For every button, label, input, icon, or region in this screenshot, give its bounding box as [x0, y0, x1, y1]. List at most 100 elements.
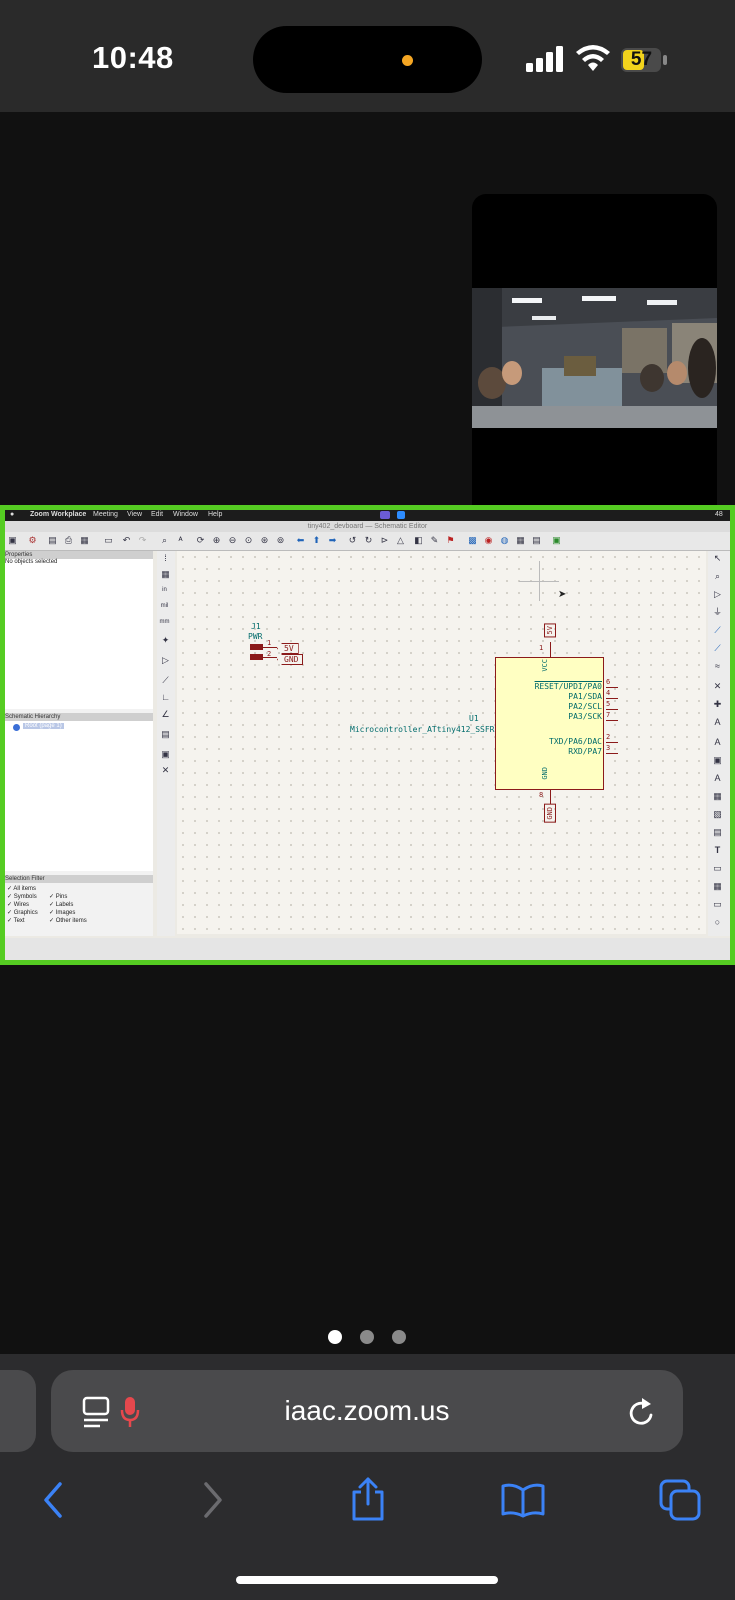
no-connect-icon[interactable]: ✕	[713, 681, 722, 691]
schematic-setup-icon[interactable]: ⚙	[28, 535, 37, 545]
line-mode-45-icon[interactable]: ∠	[161, 709, 170, 719]
zoom-out-icon[interactable]: ⊖	[228, 535, 237, 545]
arrow-up-icon[interactable]: ⬆	[312, 535, 321, 545]
menu-help[interactable]: Help	[208, 511, 223, 518]
redo-icon[interactable]: ↷	[138, 535, 147, 545]
address-bar[interactable]	[51, 1370, 683, 1452]
refresh-icon[interactable]: ⟳	[196, 535, 205, 545]
microphone-icon[interactable]	[120, 1396, 140, 1428]
url-text[interactable]: iaac.zoom.us	[284, 1395, 450, 1426]
u1-value[interactable]: Microcontroller_ATtiny412_SSFR	[350, 725, 495, 734]
filter-symbols[interactable]: ✓ Symbols	[7, 894, 37, 900]
add-table-icon[interactable]: ▦	[713, 881, 722, 891]
symbol-editor-icon[interactable]: ▩	[468, 535, 477, 545]
grid-icon[interactable]: ⁞	[164, 553, 167, 563]
plot-icon[interactable]: ▦	[80, 535, 89, 545]
menu-meeting[interactable]: Meeting	[93, 511, 118, 518]
back-chevron-icon[interactable]	[40, 1480, 66, 1520]
menu-window[interactable]: Window	[173, 511, 198, 518]
add-sheet-icon[interactable]: ▦	[713, 791, 722, 801]
j1-pin2-body[interactable]	[250, 654, 263, 660]
global-label-icon[interactable]: A	[714, 737, 721, 747]
filter-all-items[interactable]: ✓ All items	[7, 886, 37, 892]
grid-overrides-icon[interactable]: ▦	[161, 569, 170, 579]
page-dot[interactable]	[392, 1330, 406, 1344]
label-5v[interactable]: 5V	[277, 643, 299, 654]
reader-mode-icon[interactable]	[82, 1396, 112, 1428]
filter-pins[interactable]: ✓ Pins	[49, 894, 68, 900]
add-bus-icon[interactable]: ⟋	[714, 643, 721, 653]
share-icon[interactable]	[349, 1476, 387, 1522]
pcb-editor-icon[interactable]: ▣	[552, 535, 561, 545]
arrow-left-icon[interactable]: ⬅	[296, 535, 305, 545]
filter-labels[interactable]: ✓ Labels	[49, 902, 74, 908]
highlight-net-icon[interactable]: ⌕	[714, 571, 721, 581]
page-settings-icon[interactable]: ▤	[48, 535, 57, 545]
add-symbol-icon[interactable]: ▷	[714, 589, 721, 599]
zoom-selection-icon[interactable]: ⊚	[276, 535, 285, 545]
mirror-v-icon[interactable]: ⊳	[380, 535, 389, 545]
j1-pin1-body[interactable]	[250, 644, 263, 650]
add-wire-entry-icon[interactable]: ≈	[715, 661, 720, 671]
filter-other-items[interactable]: ✓ Other items	[49, 918, 87, 924]
forward-chevron-icon[interactable]	[200, 1480, 226, 1520]
menu-view[interactable]: View	[127, 511, 143, 518]
bom-icon[interactable]: ▦	[516, 535, 525, 545]
net-label-gnd[interactable]: GND	[544, 804, 556, 823]
junction-icon[interactable]: ✚	[713, 699, 722, 709]
add-wire-icon[interactable]: ⟋	[714, 625, 721, 635]
u1-symbol-body[interactable]	[495, 657, 604, 790]
paste-icon[interactable]: ▭	[104, 535, 113, 545]
hierarchy-root[interactable]: Root (page 1)	[23, 723, 64, 729]
hierarchy-nav-icon[interactable]: ◧	[414, 535, 423, 545]
shared-screen[interactable]: ● Zoom Workplace Meeting View Edit Windo…	[0, 505, 735, 965]
sheet-pin-icon[interactable]: A	[714, 773, 721, 783]
previous-tab-preview[interactable]	[0, 1370, 36, 1452]
arrow-right-icon[interactable]: ➡	[328, 535, 337, 545]
add-textbox-icon[interactable]: ▭	[713, 863, 722, 873]
unit-mils-toggle[interactable]: mil	[160, 603, 169, 609]
net-label-icon[interactable]: A	[714, 717, 721, 727]
rotate-ccw-icon[interactable]: ↺	[348, 535, 357, 545]
erc-icon[interactable]: ⚑	[446, 535, 455, 545]
rotate-cw-icon[interactable]: ↻	[364, 535, 373, 545]
unit-mm-toggle[interactable]: mm	[159, 619, 170, 625]
undo-icon[interactable]: ↶	[122, 535, 131, 545]
print-icon[interactable]: ⎙	[64, 535, 73, 545]
netlist-icon[interactable]: ▤	[532, 535, 541, 545]
j1-reference[interactable]: J1	[251, 622, 261, 631]
symbol-fields-icon[interactable]: ◉	[484, 535, 493, 545]
filter-wires[interactable]: ✓ Wires	[7, 902, 30, 908]
hier-label-icon[interactable]: ▣	[713, 755, 722, 765]
bookmarks-icon[interactable]	[500, 1482, 546, 1518]
save-icon[interactable]: ▣	[8, 535, 17, 545]
schematic-canvas[interactable]: ➤ J1 PWR 1 2 5V GND U1 Microcontroller_A…	[177, 551, 706, 934]
zoom-in-icon[interactable]: ⊕	[212, 535, 221, 545]
add-circle-icon[interactable]: ○	[714, 917, 721, 927]
hierarchy-panel-icon[interactable]: ▣	[161, 749, 170, 759]
tabs-icon[interactable]	[658, 1478, 702, 1522]
line-mode-free-icon[interactable]: ⟋	[162, 675, 169, 685]
add-text-icon[interactable]: T	[714, 845, 721, 855]
add-rectangle-icon[interactable]: ▭	[713, 899, 722, 909]
line-mode-90-icon[interactable]: ∟	[161, 692, 170, 702]
j1-value[interactable]: PWR	[248, 632, 263, 641]
image-icon[interactable]: ▧	[713, 809, 722, 819]
find-replace-icon[interactable]: ᴬ	[178, 535, 183, 545]
sheet-import-icon[interactable]: ▤	[713, 827, 722, 837]
mirror-h-icon[interactable]: △	[397, 535, 404, 545]
filter-text[interactable]: ✓ Text	[7, 918, 25, 924]
menu-edit[interactable]: Edit	[151, 511, 164, 518]
reload-icon[interactable]	[627, 1397, 657, 1429]
unit-inches-toggle[interactable]: in	[162, 587, 167, 593]
home-indicator[interactable]	[236, 1576, 498, 1584]
menu-zoom[interactable]: Zoom Workplace	[30, 511, 87, 518]
annotation-icon[interactable]: ▤	[161, 729, 170, 739]
label-gnd[interactable]: GND	[277, 654, 304, 665]
hidden-pins-icon[interactable]: ▷	[162, 655, 169, 665]
find-icon[interactable]: ⌕	[161, 535, 168, 545]
select-tool-icon[interactable]: ↖	[713, 553, 722, 563]
annotate-icon[interactable]: ✎	[430, 535, 439, 545]
net-label-5v[interactable]: 5V	[544, 623, 556, 638]
zoom-fit-icon[interactable]: ⊙	[244, 535, 253, 545]
